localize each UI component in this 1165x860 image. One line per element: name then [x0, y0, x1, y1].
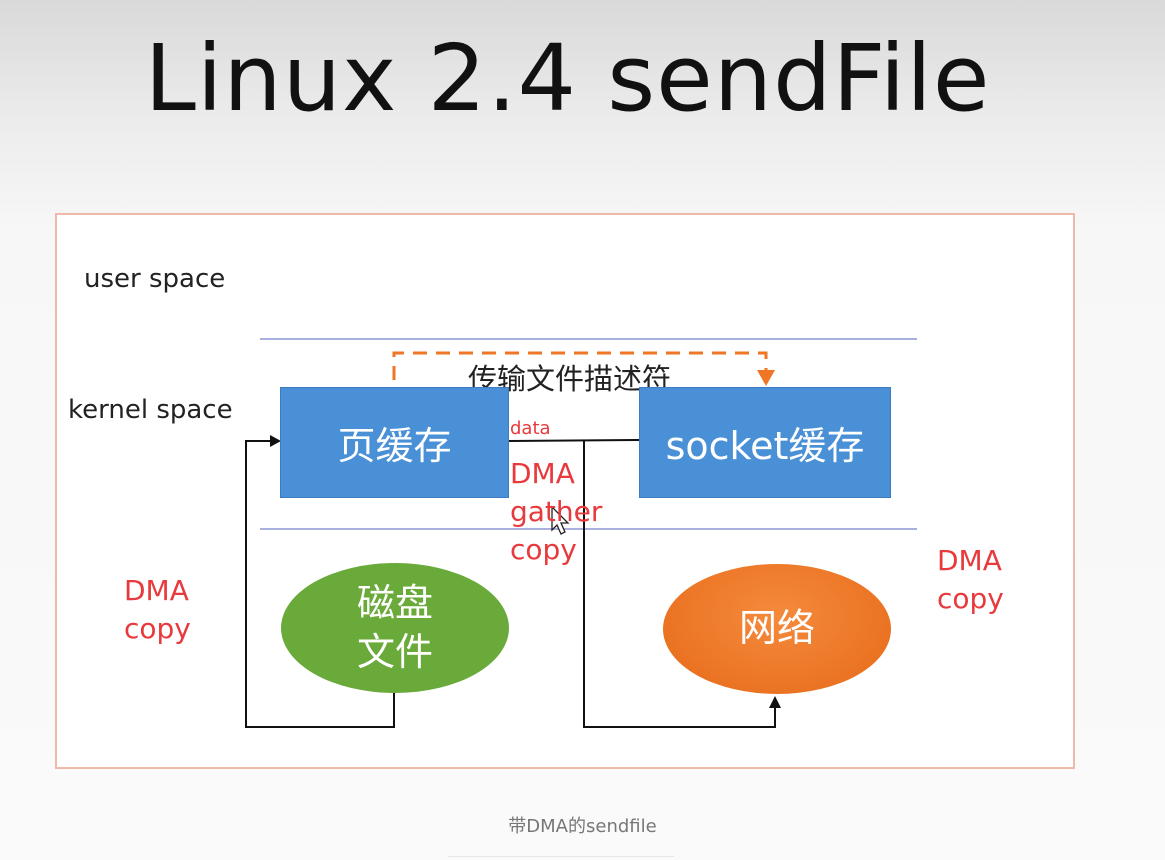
disk-to-page-cache-arrow	[245, 440, 395, 728]
data-label: data	[510, 418, 551, 439]
figure-caption: 带DMA的sendfile	[508, 816, 657, 837]
socket-buffer-box: socket缓存	[639, 387, 891, 498]
caption-underline	[448, 856, 674, 857]
disk-to-page-cache-arrowhead	[270, 435, 281, 447]
page-cache-box: 页缓存	[280, 387, 509, 498]
dma-copy-right-label: DMA copy	[937, 544, 1004, 616]
network-oval: 网络	[663, 564, 891, 694]
descriptor-arrowhead	[757, 370, 775, 386]
dma-copy-left-label: DMA copy	[124, 574, 191, 646]
descriptor-dashed-arrow	[392, 351, 768, 380]
page-cache-to-socket-line	[508, 439, 641, 442]
gather-copy-to-network-arrowhead	[769, 696, 781, 708]
kernel-space-label: kernel space	[68, 395, 233, 425]
dma-gather-copy-label: DMA gather copy	[510, 457, 603, 567]
user-space-label: user space	[84, 264, 226, 294]
gather-copy-to-network-arrow	[583, 441, 776, 728]
disk-file-oval: 磁盘 文件	[281, 563, 509, 693]
slide-title: Linux 2.4 sendFile	[144, 25, 991, 132]
diagram-panel	[55, 213, 1075, 769]
mouse-cursor-icon	[551, 505, 570, 535]
